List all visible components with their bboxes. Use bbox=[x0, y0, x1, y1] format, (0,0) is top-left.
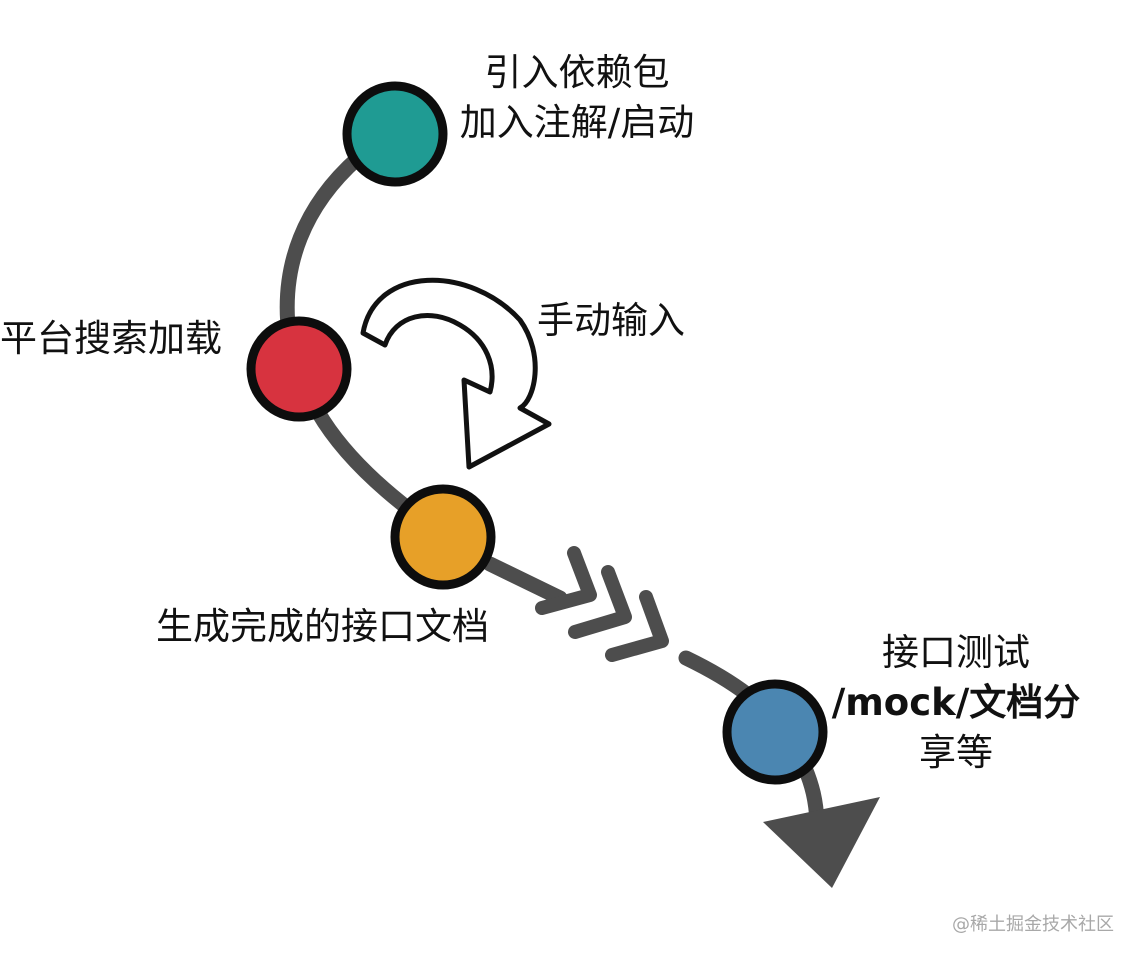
flow-path-to-chevrons bbox=[482, 556, 568, 606]
end-arrowhead-icon bbox=[763, 797, 880, 888]
chevron-icon bbox=[605, 590, 669, 662]
step-2-label: 平台搜索加载 bbox=[0, 314, 222, 364]
step-1-line-2: 加入注解/启动 bbox=[459, 101, 695, 144]
manual-input-arrow-icon bbox=[360, 277, 552, 470]
step-4-line-3: 享等 bbox=[919, 731, 993, 774]
step-node-1 bbox=[342, 81, 448, 187]
manual-input-text: 手动输入 bbox=[537, 299, 685, 342]
manual-input-label: 手动输入 bbox=[537, 296, 685, 346]
step-node-2 bbox=[246, 316, 352, 422]
flow-path-to-end bbox=[678, 650, 756, 703]
chevron-icon bbox=[568, 565, 632, 639]
step-node-3 bbox=[390, 484, 496, 590]
watermark: @稀土掘金技术社区 bbox=[952, 914, 1114, 935]
step-node-4 bbox=[722, 679, 828, 785]
step-4-label: 接口测试 /mock/文档分 享等 bbox=[826, 628, 1086, 778]
flow-path-middle bbox=[310, 404, 418, 518]
step-4-line-2: /mock/文档分 bbox=[831, 681, 1081, 724]
step-1-line-1: 引入依赖包 bbox=[484, 51, 670, 94]
chevron-icon bbox=[535, 546, 597, 615]
flow-path-upper bbox=[279, 150, 366, 343]
step-3-line-1: 生成完成的接口文档 bbox=[156, 605, 489, 648]
step-4-line-1: 接口测试 bbox=[882, 631, 1030, 674]
step-2-line-1: 平台搜索加载 bbox=[0, 317, 222, 360]
step-3-label: 生成完成的接口文档 bbox=[156, 602, 489, 652]
step-1-label: 引入依赖包 加入注解/启动 bbox=[432, 48, 722, 148]
